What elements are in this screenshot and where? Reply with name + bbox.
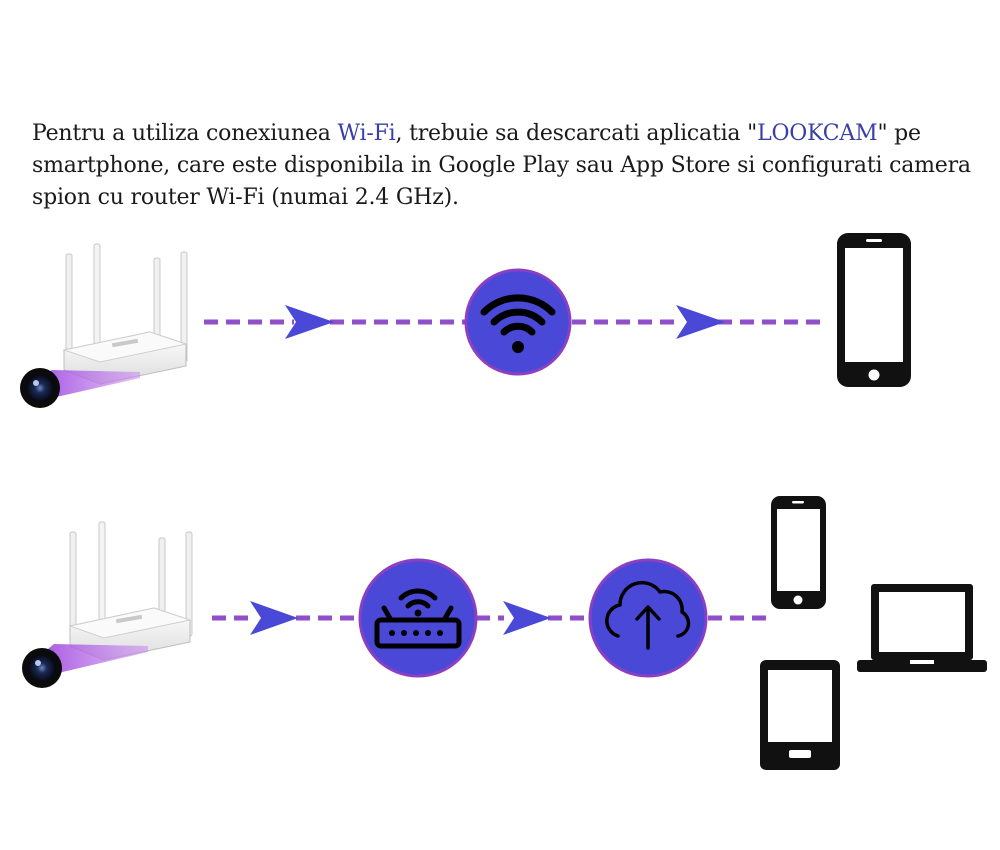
tablet-icon <box>760 660 840 770</box>
smartphone-icon <box>837 233 911 387</box>
intro-text-part3: " pe smartphone, care este disponibila i… <box>32 121 971 210</box>
wifi-highlight: Wi-Fi <box>337 121 396 146</box>
wifi-icon <box>464 268 572 376</box>
intro-text-part1: Pentru a utiliza conexiunea <box>32 121 338 146</box>
router-camera-icon <box>20 243 188 408</box>
router-camera-icon <box>22 521 193 688</box>
intro-text-part2: , trebuie sa descarcati aplicatia " <box>395 121 758 146</box>
arrow-right-icon <box>503 601 551 635</box>
arrow-right-icon <box>676 305 725 339</box>
smartphone-icon <box>771 496 826 609</box>
cloud-upload-icon <box>588 558 708 678</box>
intro-text: Pentru a utiliza conexiunea Wi-Fi, trebu… <box>32 118 972 214</box>
laptop-icon <box>857 584 987 672</box>
router-icon <box>358 558 478 678</box>
arrow-right-icon <box>250 601 298 635</box>
app-name-highlight: LOOKCAM <box>757 121 878 146</box>
arrow-right-icon <box>285 305 334 339</box>
